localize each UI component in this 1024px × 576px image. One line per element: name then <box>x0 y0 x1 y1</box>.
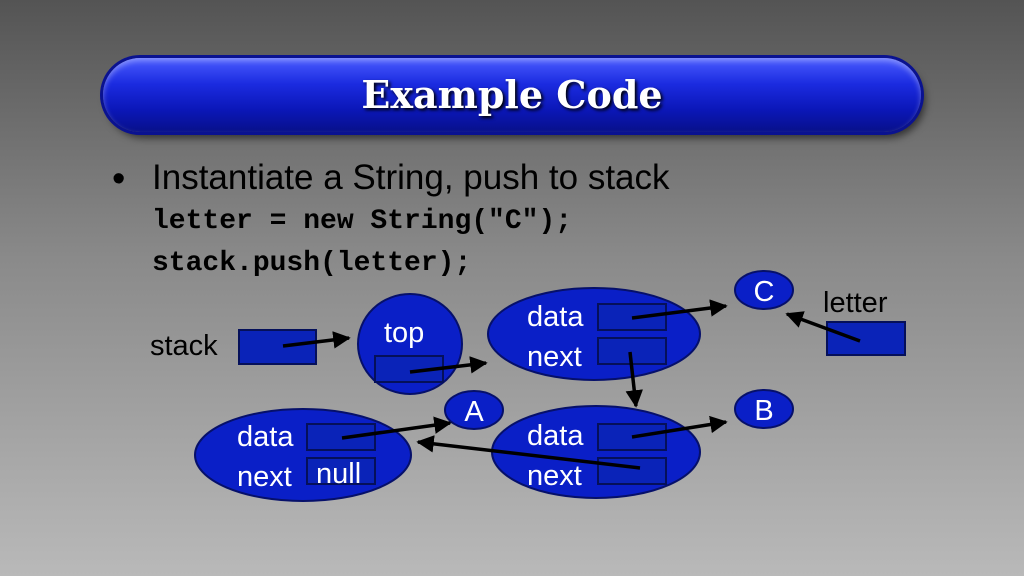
value-c-label: C <box>754 276 775 308</box>
node-a-next-box <box>306 457 376 485</box>
new-node-next-to-b-arrow <box>625 351 643 408</box>
top-to-new-node-arrow <box>409 356 488 374</box>
code-line-1: letter = new String("C"); <box>152 206 573 237</box>
node-b-next-box <box>597 457 667 485</box>
node-a-data-label: data <box>237 421 294 453</box>
slide-title: Example Code <box>361 72 663 117</box>
new-node <box>487 287 701 381</box>
new-node-data-label: data <box>527 301 584 333</box>
letter-reference-box <box>826 321 906 356</box>
value-a-label: A <box>464 396 484 428</box>
bullet-text: Instantiate a String, push to stack <box>152 158 670 197</box>
bullet-marker: • <box>112 158 126 200</box>
stack-label: stack <box>150 330 218 362</box>
node-b-data-label: data <box>527 420 584 452</box>
letter-to-c-arrow <box>785 311 861 343</box>
top-label: top <box>384 317 424 349</box>
new-node-next-label: next <box>527 341 582 373</box>
node-b-next-label: next <box>527 460 582 492</box>
node-a <box>194 408 412 502</box>
new-node-data-to-c-arrow <box>631 299 728 320</box>
code-line-2: stack.push(letter); <box>152 248 472 279</box>
letter-label: letter <box>823 287 888 319</box>
stack-reference-box <box>238 329 317 365</box>
node-a-data-box <box>306 423 376 451</box>
title-bar: Example Code <box>103 58 921 132</box>
value-b-label: B <box>754 395 773 427</box>
node-a-data-to-a-arrow <box>341 416 452 440</box>
node-b-next-to-a-arrow <box>416 435 641 470</box>
stack-to-top-arrow <box>282 331 351 349</box>
value-a-circle <box>444 390 504 430</box>
node-b <box>491 405 701 499</box>
value-c-circle <box>734 270 794 310</box>
node-a-null-label: null <box>316 458 361 490</box>
node-b-data-to-b-arrow <box>631 415 728 439</box>
node-a-next-label: next <box>237 461 292 493</box>
value-b-circle <box>734 389 794 429</box>
